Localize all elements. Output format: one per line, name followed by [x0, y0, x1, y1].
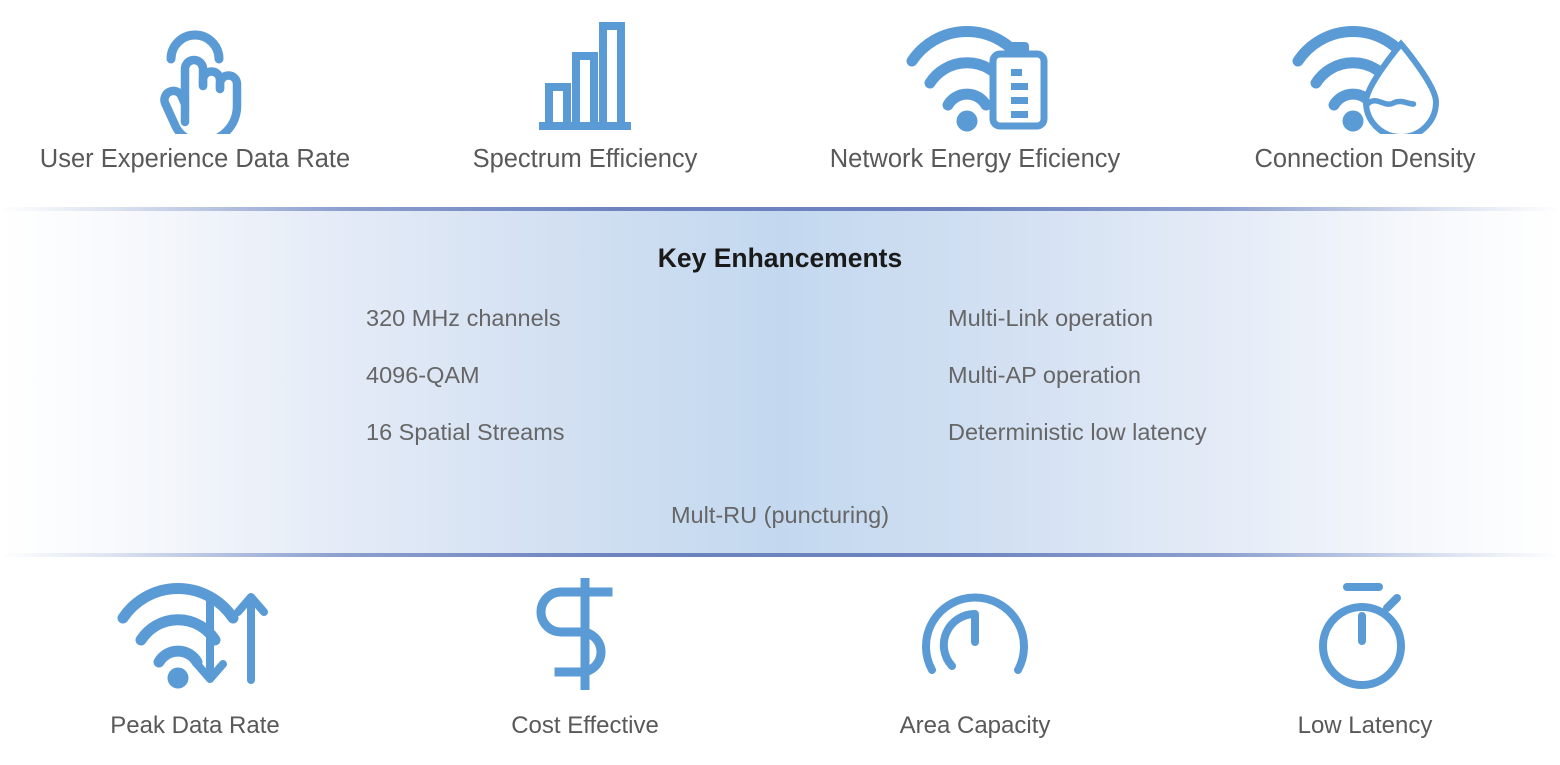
band-item: 16 Spatial Streams: [366, 419, 565, 445]
band-item: Deterministic low latency: [948, 419, 1207, 445]
band-left-column: 320 MHz channels 4096-QAM 16 Spatial Str…: [0, 305, 780, 478]
key-enhancements-band: Key Enhancements 320 MHz channels 4096-Q…: [0, 207, 1560, 557]
band-title: Key Enhancements: [657, 243, 903, 273]
wifi-battery-icon: [900, 14, 1050, 136]
bottom-feature-row: Peak Data Rate Cost Effective: [0, 557, 1560, 765]
feature-connection-density: Connection Density: [1170, 0, 1560, 207]
band-right-column: Multi-Link operation Multi-AP operation …: [780, 305, 1560, 478]
feature-label: User Experience Data Rate: [39, 145, 351, 173]
band-item: 4096-QAM: [366, 362, 480, 388]
wifi-updown-arrows-icon: [115, 575, 275, 693]
feature-label: Connection Density: [1254, 145, 1476, 173]
feature-label: Peak Data Rate: [110, 712, 280, 739]
feature-label: Cost Effective: [511, 712, 659, 739]
feature-area-capacity: Area Capacity: [780, 557, 1170, 765]
wifi-droplet-icon: [1288, 14, 1443, 136]
feature-low-latency: Low Latency: [1170, 557, 1560, 765]
gauge-icon: [916, 575, 1034, 693]
feature-cost-effective: Cost Effective: [390, 557, 780, 765]
band-top-divider: [0, 207, 1560, 211]
band-item: 320 MHz channels: [366, 305, 561, 331]
feature-label: Area Capacity: [899, 712, 1051, 739]
feature-spectrum-efficiency: Spectrum Efficiency: [390, 0, 780, 207]
feature-label: Low Latency: [1297, 712, 1433, 739]
feature-network-energy-efficiency: Network Energy Eficiency: [780, 0, 1170, 207]
tap-hand-icon: [139, 14, 251, 136]
feature-peak-data-rate: Peak Data Rate: [0, 557, 390, 765]
dollar-sign-icon: [530, 575, 640, 693]
stopwatch-icon: [1307, 575, 1423, 693]
band-columns: 320 MHz channels 4096-QAM 16 Spatial Str…: [0, 305, 1560, 478]
feature-user-experience-data-rate: User Experience Data Rate: [0, 0, 390, 207]
top-feature-row: User Experience Data Rate Spectrum Effic…: [0, 0, 1560, 207]
band-item: Multi-Link operation: [948, 305, 1154, 331]
band-item: Multi-AP operation: [948, 362, 1141, 388]
band-bottom-divider: [0, 553, 1560, 557]
feature-label: Network Energy Eficiency: [829, 145, 1121, 173]
feature-label: Spectrum Efficiency: [472, 145, 698, 173]
band-footer-item: Mult-RU (puncturing): [670, 502, 890, 528]
bar-chart-icon: [529, 14, 641, 136]
